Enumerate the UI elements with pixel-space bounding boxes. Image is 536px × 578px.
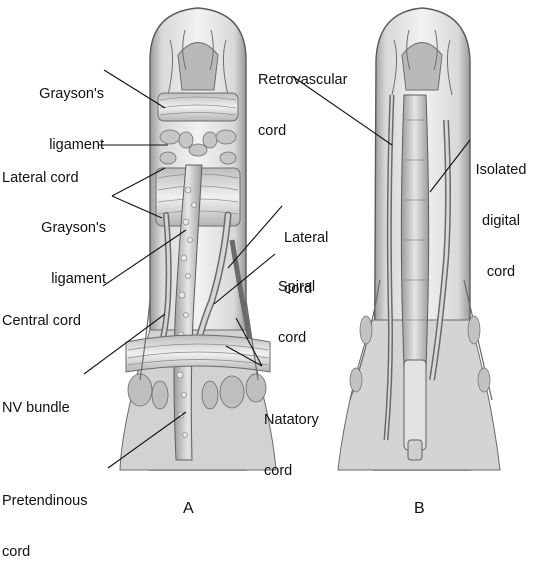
finger-a <box>119 7 277 471</box>
leader-isolated-digital <box>429 139 471 193</box>
leader-graysons-top <box>103 69 166 109</box>
label-natatory-cord: Natatory cord <box>264 412 319 479</box>
leader-natatory-a <box>235 317 263 367</box>
label-spiral-cord: Spiral cord <box>278 279 316 346</box>
finger-a-tip <box>177 42 219 91</box>
label-central-cord: Central cord <box>2 313 81 329</box>
label-nv-bundle: NV bundle <box>2 400 70 416</box>
panel-letter-a: A <box>183 500 194 517</box>
panel-letter-b: B <box>414 500 425 517</box>
label-graysons-ligament-mid: Grayson's ligament <box>41 220 106 287</box>
label-lateral-cord-left: Lateral cord <box>2 170 79 186</box>
label-retrovascular-cord: Retrovascular cord <box>258 72 348 139</box>
finger-b-tip <box>401 42 443 91</box>
finger-b-sheath <box>403 359 427 451</box>
finger-b <box>337 7 501 471</box>
leader-graysons-mid-a <box>111 167 166 197</box>
leader-central <box>102 229 187 287</box>
leader-graysons-mid-b <box>111 195 163 219</box>
hand-anatomy-figure: Grayson's ligament Lateral cord Grayson'… <box>2 7 527 560</box>
finger-a-band-top <box>157 92 239 122</box>
leader-pretendinous <box>107 411 187 469</box>
illustration <box>83 7 501 471</box>
finger-a-central-cord <box>173 164 203 461</box>
label-lateral-cord-right: Lateral cord <box>284 230 329 297</box>
leader-nv-bundle <box>83 313 166 375</box>
label-isolated-digital-cord: Isolated digital cord <box>475 162 527 280</box>
leader-spiral <box>213 253 276 305</box>
leader-natatory-b <box>225 345 263 367</box>
finger-a-natatory <box>125 334 271 373</box>
leader-lateral-right <box>227 205 283 269</box>
leader-retrovascular <box>291 75 393 146</box>
label-pretendinous-cord: Pretendinous cord <box>2 493 88 560</box>
leader-lines <box>83 69 471 469</box>
label-graysons-ligament-top: Grayson's ligament <box>39 86 104 153</box>
